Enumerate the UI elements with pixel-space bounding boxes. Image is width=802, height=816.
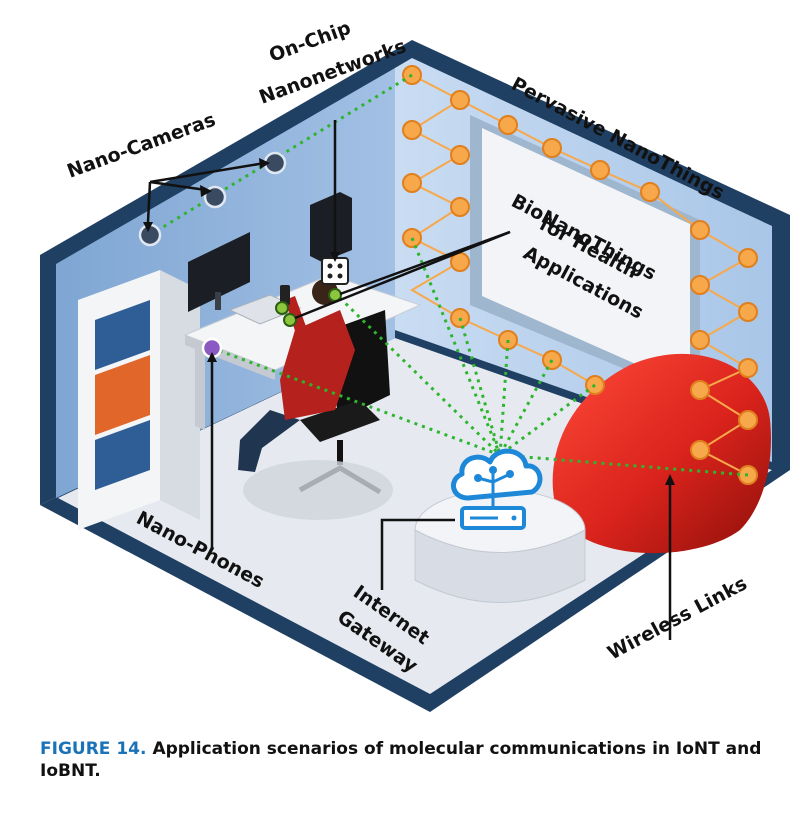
monitor-left-stand bbox=[215, 292, 221, 310]
pervasive-nanothings-network bbox=[409, 74, 751, 476]
nano-node bbox=[738, 410, 758, 430]
cloud-network-dot bbox=[474, 474, 482, 482]
link-bio-gateway bbox=[338, 296, 502, 457]
nano-node bbox=[690, 220, 710, 240]
nano-node bbox=[450, 145, 470, 165]
nano-node bbox=[738, 358, 758, 378]
link-node-gateway-2 bbox=[498, 339, 510, 456]
nano-node bbox=[542, 138, 562, 158]
arrowhead bbox=[259, 158, 270, 169]
leader-arrowheads bbox=[143, 158, 675, 485]
link-phone-gateway bbox=[211, 346, 501, 457]
shelf-box-orange bbox=[95, 355, 150, 435]
nano-node bbox=[738, 248, 758, 268]
chip-dot bbox=[337, 263, 343, 269]
whiteboard bbox=[482, 128, 690, 388]
chip-dot bbox=[337, 273, 343, 279]
arrowhead bbox=[200, 185, 212, 197]
cloud-network-dot bbox=[489, 466, 497, 474]
label-wireless-links: Wireless Links bbox=[604, 572, 751, 664]
pc-tower bbox=[310, 192, 352, 262]
nano-node bbox=[640, 182, 660, 202]
nano-node bbox=[690, 275, 710, 295]
shelf-box-blue-top bbox=[95, 300, 150, 370]
internet-gateway-icon bbox=[451, 448, 543, 530]
leader-nano-cameras-3 bbox=[149, 161, 266, 184]
figure-caption: FIGURE 14.Application scenarios of molec… bbox=[40, 738, 780, 782]
nano-node bbox=[402, 120, 422, 140]
chip-dot bbox=[327, 263, 333, 269]
link-node-gateway-3 bbox=[498, 359, 554, 456]
server-led bbox=[511, 515, 517, 521]
nano-node bbox=[690, 380, 710, 400]
chip-dot bbox=[327, 273, 333, 279]
phone-in-hand bbox=[280, 285, 290, 305]
caption-text: Application scenarios of molecular commu… bbox=[40, 739, 762, 781]
bean-bag-chair bbox=[552, 353, 771, 554]
iont-room-illustration: Nano-Cameras On-Chip Nanonetworks Pervas… bbox=[40, 17, 790, 712]
chair-mat bbox=[243, 460, 393, 520]
nano-node bbox=[498, 115, 518, 135]
gateway-table-base bbox=[414, 529, 586, 603]
leader-nano-cameras-1 bbox=[146, 181, 152, 223]
nano-node bbox=[402, 173, 422, 193]
right-edge-chain bbox=[697, 229, 751, 476]
leader-internet-gateway bbox=[380, 518, 455, 590]
link-node-gateway-5 bbox=[499, 453, 749, 477]
nano-node bbox=[690, 440, 710, 460]
monitor-left bbox=[188, 232, 250, 312]
arrowhead bbox=[330, 252, 340, 262]
arrowhead bbox=[207, 352, 217, 362]
leader-bio-2 bbox=[294, 230, 511, 320]
bio-node bbox=[275, 301, 289, 315]
person-legs bbox=[238, 410, 300, 472]
left-edge-chain bbox=[409, 74, 463, 319]
bio-node bbox=[283, 313, 297, 327]
link-node-gateway-4 bbox=[499, 383, 596, 457]
nano-node bbox=[590, 160, 610, 180]
bionanothings-nodes bbox=[275, 288, 342, 327]
nano-cameras bbox=[138, 151, 287, 247]
leader-lines bbox=[146, 120, 672, 640]
nano-node bbox=[738, 302, 758, 322]
shelf-box-blue-bottom bbox=[95, 420, 150, 490]
arrowhead bbox=[665, 474, 675, 485]
cloud-network-dot bbox=[506, 470, 514, 478]
nano-node bbox=[690, 330, 710, 350]
bottom-edge-chain bbox=[459, 317, 596, 386]
arrowhead bbox=[143, 222, 153, 232]
caption-label: FIGURE 14. bbox=[40, 739, 147, 759]
nano-node bbox=[450, 197, 470, 217]
nano-node bbox=[450, 90, 470, 110]
cloud-icon bbox=[451, 448, 543, 501]
leader-nano-cameras-2 bbox=[149, 180, 207, 192]
desk-leg bbox=[195, 345, 205, 430]
office-chair-seat bbox=[300, 400, 380, 442]
